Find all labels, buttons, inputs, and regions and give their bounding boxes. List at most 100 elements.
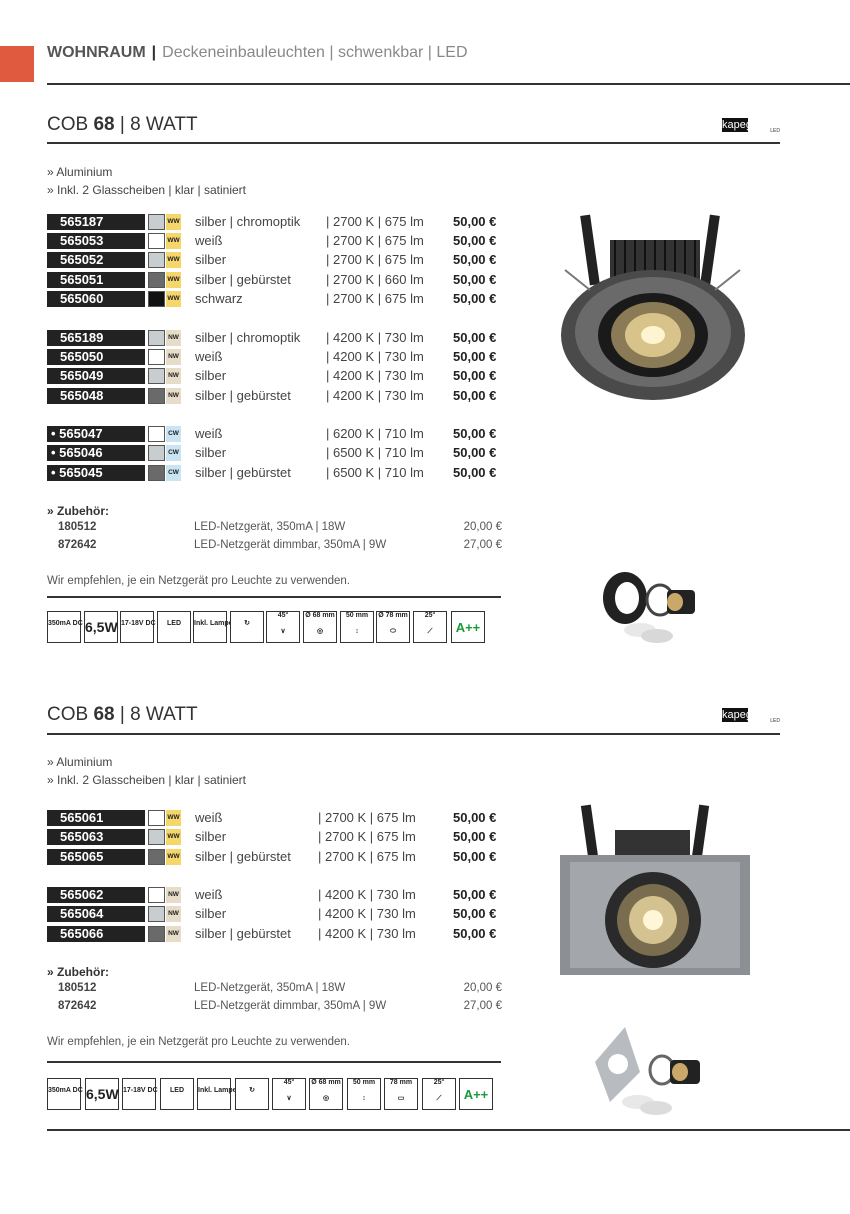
- product-finish: weiß: [195, 233, 223, 248]
- product-spec: | 2700 K | 660 lm: [326, 272, 424, 287]
- title-suffix: | 8 WATT: [114, 114, 198, 135]
- lamp-included-icon: Inkl. Lampe: [197, 1078, 237, 1110]
- color-temperature-badge: NW: [166, 368, 181, 384]
- product-finish: weiß: [195, 349, 223, 364]
- color-swatch: [148, 233, 165, 249]
- tilt-label: 25°: [433, 1079, 445, 1086]
- product-spec: | 2700 K | 675 lm: [326, 252, 424, 267]
- tilt-icon: 25°⟋: [422, 1078, 456, 1110]
- product-price: 50,00 €: [453, 368, 497, 383]
- feature-item: » Inkl. 2 Glasscheiben | klar | satinier…: [47, 183, 246, 197]
- recommendation-note: Wir empfehlen, je ein Netzgerät pro Leuc…: [47, 1036, 350, 1048]
- product-spec: | 2700 K | 675 lm: [326, 214, 424, 229]
- current-icon: 350mA DC: [47, 611, 83, 643]
- product-finish: silber | gebürstet: [195, 926, 291, 941]
- product-spec: | 2700 K | 675 lm: [326, 291, 424, 306]
- article-number: 565053: [47, 233, 145, 249]
- product-finish: weiß: [195, 887, 223, 902]
- icons-rule: [47, 1061, 501, 1063]
- feature-item: » Inkl. 2 Glasscheiben | klar | satinier…: [47, 773, 246, 787]
- color-temperature-badge: WW: [166, 252, 181, 268]
- accessory-description: LED-Netzgerät dimmbar, 350mA | 9W: [194, 539, 387, 551]
- product-finish: weiß: [195, 426, 223, 441]
- product-finish: silber: [195, 252, 227, 267]
- product-finish: silber | chromoptik: [195, 330, 301, 345]
- product-spec: | 4200 K | 730 lm: [318, 906, 416, 921]
- swivel-value: ↻: [244, 620, 250, 627]
- product-finish: silber | chromoptik: [195, 214, 301, 229]
- logo-sub: LED: [770, 128, 780, 134]
- section-tab: [0, 46, 34, 82]
- product-price: 50,00 €: [453, 214, 497, 229]
- product-price: 50,00 €: [453, 252, 497, 267]
- header-rule: [47, 83, 850, 85]
- beam-angle-label: 45°: [277, 612, 289, 619]
- energy-class-icon: A++: [451, 611, 485, 643]
- beam-angle-value: ∨: [280, 628, 286, 635]
- title-rule: [47, 733, 780, 735]
- depth-label: 50 mm: [345, 612, 369, 619]
- title-number: 68: [93, 114, 115, 135]
- color-swatch: [148, 368, 165, 384]
- tilt-icon: 25°⟋: [413, 611, 447, 643]
- width-label: 78 mm: [389, 1079, 413, 1086]
- led-lamp-value: LED: [170, 1087, 184, 1094]
- product-price: 50,00 €: [453, 330, 497, 345]
- accessory-price: 27,00 €: [463, 1000, 502, 1012]
- product-price: 50,00 €: [453, 388, 497, 403]
- accessory-number: 872642: [58, 1000, 97, 1012]
- swivel-icon: ↻: [230, 611, 264, 643]
- recommendation-note: Wir empfehlen, je ein Netzgerät pro Leuc…: [47, 575, 350, 587]
- article-number: 565061: [47, 810, 145, 826]
- footer-rule: [47, 1129, 850, 1131]
- width-icon: 78 mm ▭: [384, 1078, 418, 1110]
- accessory-price: 20,00 €: [463, 982, 502, 994]
- product-spec: | 6200 K | 710 lm: [326, 426, 424, 441]
- article-number: • 565047: [47, 426, 145, 442]
- article-number: 565062: [47, 887, 145, 903]
- cutout-value: ◎: [322, 1095, 330, 1102]
- color-swatch: [148, 291, 165, 307]
- product-spec: | 4200 K | 730 lm: [326, 330, 424, 345]
- article-number: 565049: [47, 368, 145, 384]
- accessory-description: LED-Netzgerät dimmbar, 350mA | 9W: [194, 1000, 387, 1012]
- product-spec: | 6500 K | 710 lm: [326, 445, 424, 460]
- color-swatch: [148, 252, 165, 268]
- width-value: ▭: [397, 1095, 405, 1102]
- article-number: 565052: [47, 252, 145, 268]
- current-icon: 350mA DC: [47, 1078, 83, 1110]
- led-lamp-value: LED: [167, 620, 181, 627]
- color-temperature-badge: NW: [166, 887, 181, 903]
- color-temperature-badge: WW: [166, 829, 181, 845]
- color-temperature-badge: WW: [166, 214, 181, 230]
- color-temperature-badge: NW: [166, 349, 181, 365]
- depth-value: ↕: [355, 628, 359, 635]
- title-prefix: COB: [47, 114, 94, 135]
- cutout-label: Ø 68 mm: [305, 612, 335, 619]
- color-temperature-badge: NW: [166, 330, 181, 346]
- article-number: 565063: [47, 829, 145, 845]
- voltage-value: 17-18V DC: [123, 1087, 158, 1094]
- product-spec: | 4200 K | 730 lm: [326, 368, 424, 383]
- article-number: 565060: [47, 291, 145, 307]
- power-icon: 6,5W: [85, 1078, 119, 1110]
- square-downlight-exploded-photo: [595, 1027, 700, 1115]
- color-swatch: [148, 388, 165, 404]
- accessory-description: LED-Netzgerät, 350mA | 18W: [194, 521, 346, 533]
- product-spec: | 4200 K | 730 lm: [326, 349, 424, 364]
- article-number: 565189: [47, 330, 145, 346]
- accessories-heading: » Zubehör:: [47, 504, 109, 518]
- color-swatch: [148, 829, 165, 845]
